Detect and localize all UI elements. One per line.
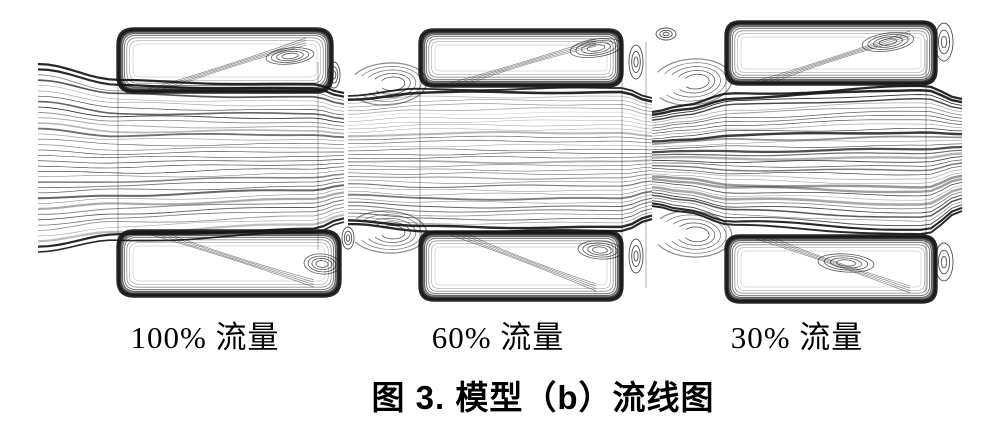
flow-label-60-percent: 60% 流量 bbox=[431, 320, 565, 355]
flow-label-100-percent: 100% 流量 bbox=[130, 320, 280, 355]
streamline-panel-100 bbox=[37, 27, 355, 298]
flow-label-30-percent: 30% 流量 bbox=[730, 320, 864, 355]
figure-caption: 图 3. 模型（b）流线图 bbox=[371, 379, 715, 416]
streamline-panel-30 bbox=[651, 20, 963, 304]
streamline-plots bbox=[37, 20, 963, 304]
streamline-panel-60 bbox=[347, 28, 653, 302]
